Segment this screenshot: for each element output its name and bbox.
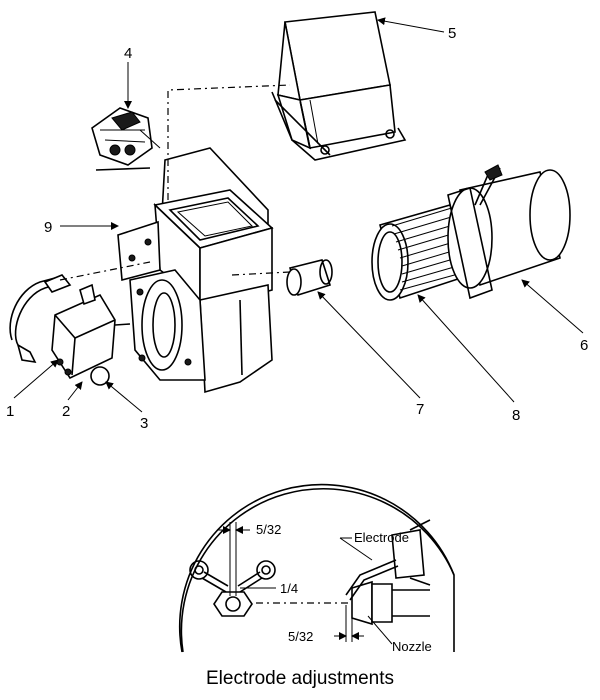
part-4-igniter (91, 107, 161, 171)
dim-5-32-bottom: 5/32 (288, 629, 313, 644)
callout-2: 2 (62, 403, 70, 420)
callout-7: 7 (416, 401, 424, 418)
callout-6: 6 (580, 337, 588, 354)
callout-1: 1 (6, 403, 14, 420)
callout-leaders (13, 17, 584, 413)
pump-assembly (9, 261, 151, 386)
callout-8: 8 (512, 407, 520, 424)
dim-1-4: 1/4 (280, 581, 298, 596)
part-6-motor (447, 164, 571, 300)
callout-9: 9 (44, 219, 52, 236)
callout-4: 4 (124, 45, 132, 62)
label-nozzle: Nozzle (392, 639, 432, 654)
part-5-cover (271, 11, 407, 161)
part-9-housing (117, 84, 291, 394)
figure-caption: Electrode adjustments (206, 668, 394, 689)
callout-5: 5 (448, 25, 456, 42)
part-7-nozzle-adapter (231, 259, 333, 297)
electrode-detail (178, 483, 455, 653)
dim-5-32-top: 5/32 (256, 522, 281, 537)
label-electrode: Electrode (354, 530, 409, 545)
part-8-blower-wheel (371, 204, 471, 301)
callout-3: 3 (140, 415, 148, 432)
